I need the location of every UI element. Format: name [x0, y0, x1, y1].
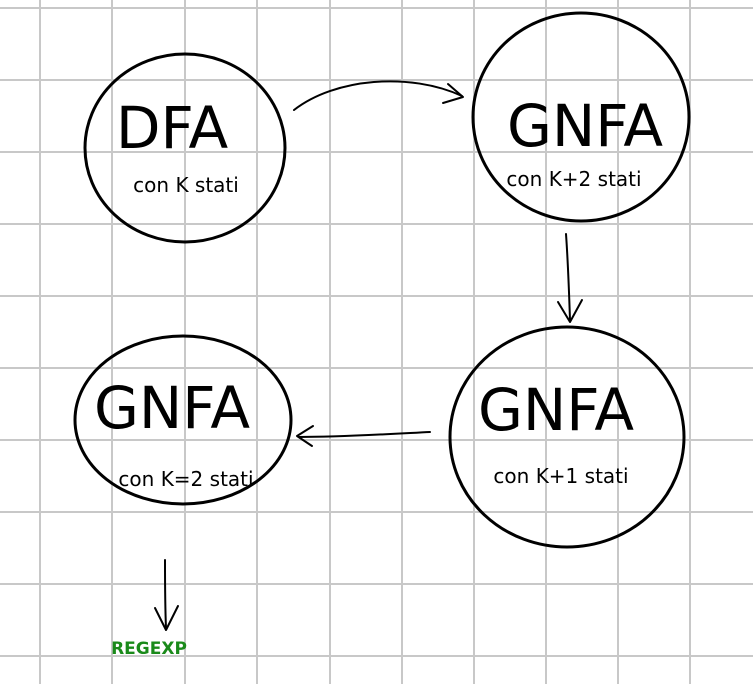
edge-gnfa-k2-to-gnfa-k1 [557, 233, 583, 323]
edge-gnfa-k1-to-gnfa-kminus2-line [298, 431, 431, 438]
node-dfa-subtitle: con K stati [133, 173, 239, 197]
edge-dfa-to-gnfa-k2 [293, 80, 464, 111]
node-dfa: DFA con K stati [83, 52, 287, 244]
node-gnfa-kminus2-circle [73, 334, 293, 506]
node-gnfa-kminus2-subtitle: con K=2 stati [118, 467, 253, 491]
edge-gnfa-k1-to-gnfa-kminus2-arrowhead [296, 425, 314, 447]
edge-gnfa-k2-to-gnfa-k1-line [565, 233, 571, 321]
node-gnfa-k2: GNFA con K+2 stati [471, 11, 691, 223]
node-dfa-circle [83, 52, 287, 244]
node-gnfa-k2-title: GNFA [507, 92, 663, 160]
edge-gnfa-kminus2-to-regexp-line [164, 559, 167, 629]
edge-dfa-to-gnfa-k2-line [293, 80, 463, 111]
node-gnfa-k2-circle [471, 11, 691, 223]
node-gnfa-k2-subtitle: con K+2 stati [506, 167, 641, 191]
edge-gnfa-kminus2-to-regexp-arrowhead [154, 605, 179, 631]
node-gnfa-k1-circle [448, 325, 686, 549]
node-dfa-title: DFA [116, 94, 229, 162]
edge-gnfa-k1-to-gnfa-kminus2 [296, 425, 431, 447]
edge-gnfa-k2-to-gnfa-k1-arrowhead [557, 299, 583, 323]
edge-dfa-to-gnfa-k2-arrowhead [442, 83, 464, 104]
node-gnfa-k1-subtitle: con K+1 stati [493, 464, 628, 488]
node-gnfa-k1: GNFA con K+1 stati [448, 325, 686, 549]
regexp-label: REGEXP [111, 639, 187, 659]
node-gnfa-k1-title: GNFA [478, 376, 634, 444]
node-gnfa-kminus2: GNFA con K=2 stati [73, 334, 293, 506]
edge-gnfa-kminus2-to-regexp [154, 559, 179, 631]
node-gnfa-kminus2-title: GNFA [94, 374, 250, 442]
